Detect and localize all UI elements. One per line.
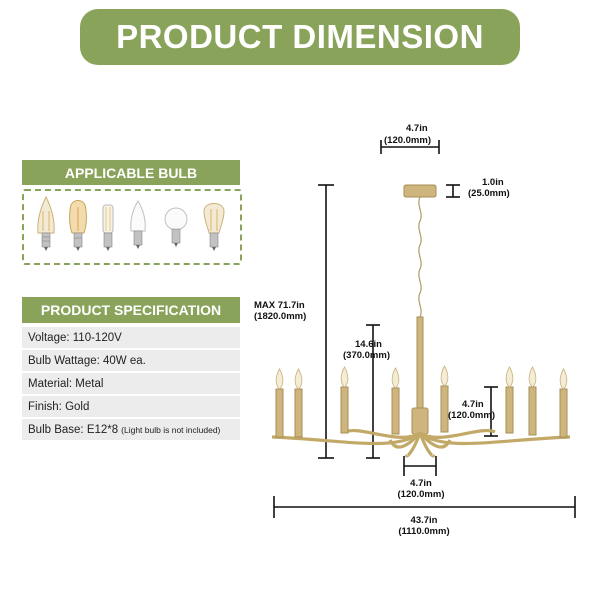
dim-center-width-mm: (120.0mm) xyxy=(397,489,445,500)
dim-arm-height-in: 4.7in xyxy=(462,399,484,410)
dim-canopy-height-in: 1.0in xyxy=(482,177,504,188)
canopy xyxy=(403,184,437,198)
page-title: PRODUCT DIMENSION xyxy=(116,18,484,55)
dim-body-height-mm: (370.0mm) xyxy=(343,350,390,361)
spec-finish: Finish: Gold xyxy=(28,400,90,413)
dim-canopy-width: 4.7in (120.0mm) xyxy=(384,123,456,146)
dim-total-width-mm: (1110.0mm) xyxy=(398,526,450,537)
spec-row: Bulb Base: E12*8(Light bulb is not inclu… xyxy=(22,419,240,440)
spec-row: Voltage: 110-120V xyxy=(22,327,240,348)
spec-wattage: Bulb Wattage: 40W ea. xyxy=(28,354,146,367)
dim-max-height-in: MAX 71.7in xyxy=(254,300,305,311)
bulb-illustrations xyxy=(37,195,225,251)
dim-arm-height-mm: (120.0mm) xyxy=(448,410,495,421)
dim-center-width: 4.7in (120.0mm) xyxy=(389,478,453,500)
dim-body-height: 14.6in (370.0mm) xyxy=(343,339,390,361)
spec-row: Finish: Gold xyxy=(22,396,240,417)
dim-canopy-width-mm: (120.0mm) xyxy=(384,135,431,146)
dim-max-height: MAX 71.7in (1820.0mm) xyxy=(254,300,306,322)
spec-bulb-base: Bulb Base: E12*8 xyxy=(28,423,119,436)
spec-bulb-note: (Light bulb is not included) xyxy=(121,424,221,435)
dim-canopy-width-in: 4.7in xyxy=(406,123,428,134)
candle-bulbs xyxy=(275,365,568,390)
dim-canopy-height: 1.0in (25.0mm) xyxy=(468,177,510,199)
spec-material: Material: Metal xyxy=(28,377,104,390)
globe-bulb-icon xyxy=(164,207,188,247)
chain xyxy=(418,196,422,318)
st-filament-bulb-icon xyxy=(203,203,225,251)
stem xyxy=(416,316,424,410)
arms xyxy=(271,429,571,458)
filament-candle-bulb-icon xyxy=(37,195,55,251)
spec-row: Material: Metal xyxy=(22,373,240,394)
center-body xyxy=(411,407,429,435)
dimension-lines xyxy=(273,140,576,518)
dim-center-width-in: 4.7in xyxy=(410,478,432,489)
dim-total-width: 43.7in (1110.0mm) xyxy=(384,515,464,537)
spec-voltage: Voltage: 110-120V xyxy=(28,331,122,344)
spec-row: Bulb Wattage: 40W ea. xyxy=(22,350,240,371)
dim-canopy-height-mm: (25.0mm) xyxy=(468,188,510,199)
applicable-bulb-heading: APPLICABLE BULB xyxy=(22,160,240,185)
product-specification-heading: PRODUCT SPECIFICATION xyxy=(22,297,240,323)
chandelier xyxy=(271,184,571,458)
dim-max-height-mm: (1820.0mm) xyxy=(254,311,307,322)
candle-bulb-icon xyxy=(130,200,146,249)
dim-total-width-in: 43.7in xyxy=(410,515,438,526)
title-banner: PRODUCT DIMENSION xyxy=(80,9,520,65)
bulb-gallery xyxy=(22,189,242,265)
dim-arm-height: 4.7in (120.0mm) xyxy=(448,399,495,421)
dim-body-height-in: 14.6in xyxy=(355,339,382,350)
led-corn-bulb-icon xyxy=(102,204,114,251)
filament-torpedo-bulb-icon xyxy=(69,200,87,251)
